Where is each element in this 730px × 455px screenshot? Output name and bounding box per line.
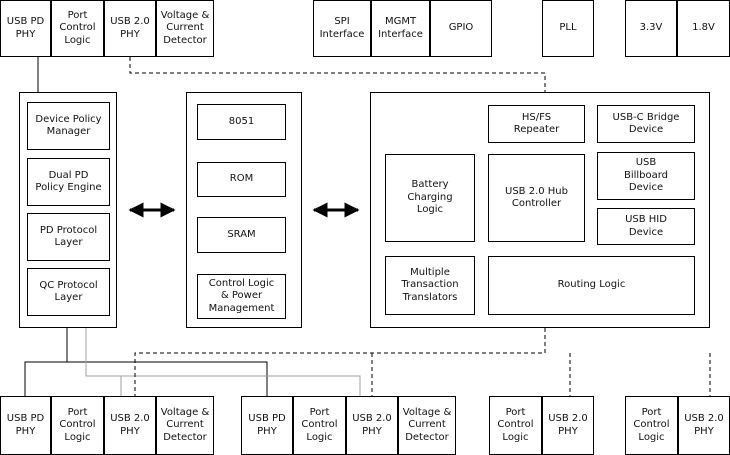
sram: SRAM [197, 217, 286, 253]
hs-fs-repeater: HS/FS Repeater [488, 105, 585, 143]
port4-usb20-phy: USB 2.0 PHY [678, 396, 730, 455]
mcu-group [186, 92, 302, 328]
port3-port-control-logic: Port Control Logic [489, 396, 542, 455]
port3-usb20-phy: USB 2.0 PHY [542, 396, 594, 455]
port1-port-control-logic: Port Control Logic [51, 396, 104, 455]
pd-stack-to-bottom-link [24, 328, 68, 396]
top-usb20-phy: USB 2.0 PHY [104, 0, 156, 57]
rom: ROM [197, 162, 286, 197]
port1-usb20-phy: USB 2.0 PHY [104, 396, 156, 455]
routing-logic: Routing Logic [488, 256, 695, 315]
usb-billboard-device: USB Billboard Device [597, 152, 695, 200]
port1-usb-pd-phy: USB PD PHY [0, 396, 51, 455]
gpio: GPIO [430, 0, 492, 57]
supply-3v3: 3.3V [625, 0, 677, 57]
control-logic-power-management: Control Logic & Power Management [197, 274, 286, 319]
mgmt-interface: MGMT Interface [371, 0, 430, 57]
top-usb-pd-phy: USB PD PHY [0, 0, 51, 57]
cpu-8051: 8051 [197, 104, 286, 140]
dual-pd-policy-engine: Dual PD Policy Engine [27, 158, 110, 206]
hub-group [370, 92, 710, 328]
battery-charging-logic: Battery Charging Logic [385, 154, 475, 242]
pd-stack-to-port2-link [67, 361, 268, 396]
qc-protocol-layer: QC Protocol Layer [27, 268, 110, 316]
supply-1v8: 1.8V [677, 0, 730, 57]
multiple-transaction-translators: Multiple Transaction Translators [385, 256, 475, 315]
top-usb20-dashed-link [129, 57, 546, 92]
usb-hid-device: USB HID Device [597, 208, 695, 245]
port2-port-control-logic: Port Control Logic [293, 396, 346, 455]
usb-bus-gray-line [85, 328, 361, 396]
pll: PLL [542, 0, 594, 57]
pd-protocol-layer: PD Protocol Layer [27, 213, 110, 261]
top-port-control-logic: Port Control Logic [51, 0, 104, 57]
port2-usb20-phy: USB 2.0 PHY [346, 396, 398, 455]
device-policy-manager: Device Policy Manager [27, 102, 110, 150]
top-voltage-current-detector: Voltage & Current Detector [156, 0, 214, 57]
usb20-hub-controller: USB 2.0 Hub Controller [488, 154, 585, 242]
port4-port-control-logic: Port Control Logic [625, 396, 678, 455]
hub-to-bottom-dashed-bus [134, 328, 546, 396]
port2-usb-pd-phy: USB PD PHY [241, 396, 293, 455]
usb-c-bridge-device: USB-C Bridge Device [597, 105, 695, 143]
pd-stack-group [19, 92, 117, 328]
spi-interface: SPI Interface [313, 0, 371, 57]
port1-voltage-current-detector: Voltage & Current Detector [156, 396, 214, 455]
port2-voltage-current-detector: Voltage & Current Detector [398, 396, 456, 455]
